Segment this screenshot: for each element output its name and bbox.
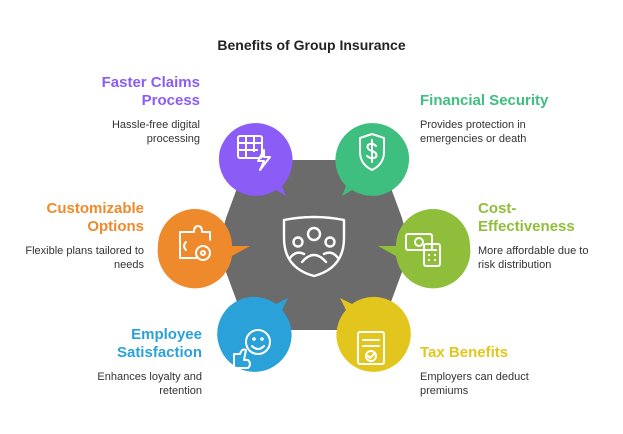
table-lightning-icon [237, 135, 271, 171]
label-employee-satisfaction: Employee Satisfaction [116, 326, 202, 361]
label-cost-effectiveness: Cost-Effectiveness [478, 200, 575, 235]
desc-employee-satisfaction: Enhances loyalty and retention [97, 371, 202, 397]
benefit-node-customizable-options [157, 209, 250, 289]
hub-shape [222, 160, 406, 330]
document-check-icon [357, 331, 385, 365]
money-calculator-icon [405, 233, 441, 267]
puzzle-gear-icon [179, 225, 211, 261]
benefit-node-employee-satisfaction [217, 296, 292, 372]
label-tax-benefits: Tax Benefits [420, 344, 509, 361]
benefit-node-faster-claims [218, 123, 293, 196]
benefit-node-tax-benefits [336, 296, 411, 372]
label-customizable-options: Customizable Options [46, 200, 144, 235]
benefit-node-cost-effectiveness [378, 209, 471, 289]
desc-customizable-options: Flexible plans tailored to needs [25, 245, 144, 271]
shield-dollar-icon [359, 133, 385, 171]
label-faster-claims: Faster Claims Process [101, 74, 200, 109]
benefit-node-financial-security [335, 123, 410, 196]
desc-cost-effectiveness: More affordable due to risk distribution [478, 245, 589, 271]
page-title: Benefits of Group Insurance [217, 37, 406, 53]
desc-faster-claims: Hassle-free digital processing [111, 119, 200, 145]
desc-tax-benefits: Employers can deduct premiums [420, 371, 529, 397]
group-people-icon [282, 215, 346, 278]
label-financial-security: Financial Security [420, 92, 549, 109]
desc-financial-security: Provides protection in emergencies or de… [420, 119, 527, 145]
smile-thumbs-up-icon [233, 329, 271, 369]
